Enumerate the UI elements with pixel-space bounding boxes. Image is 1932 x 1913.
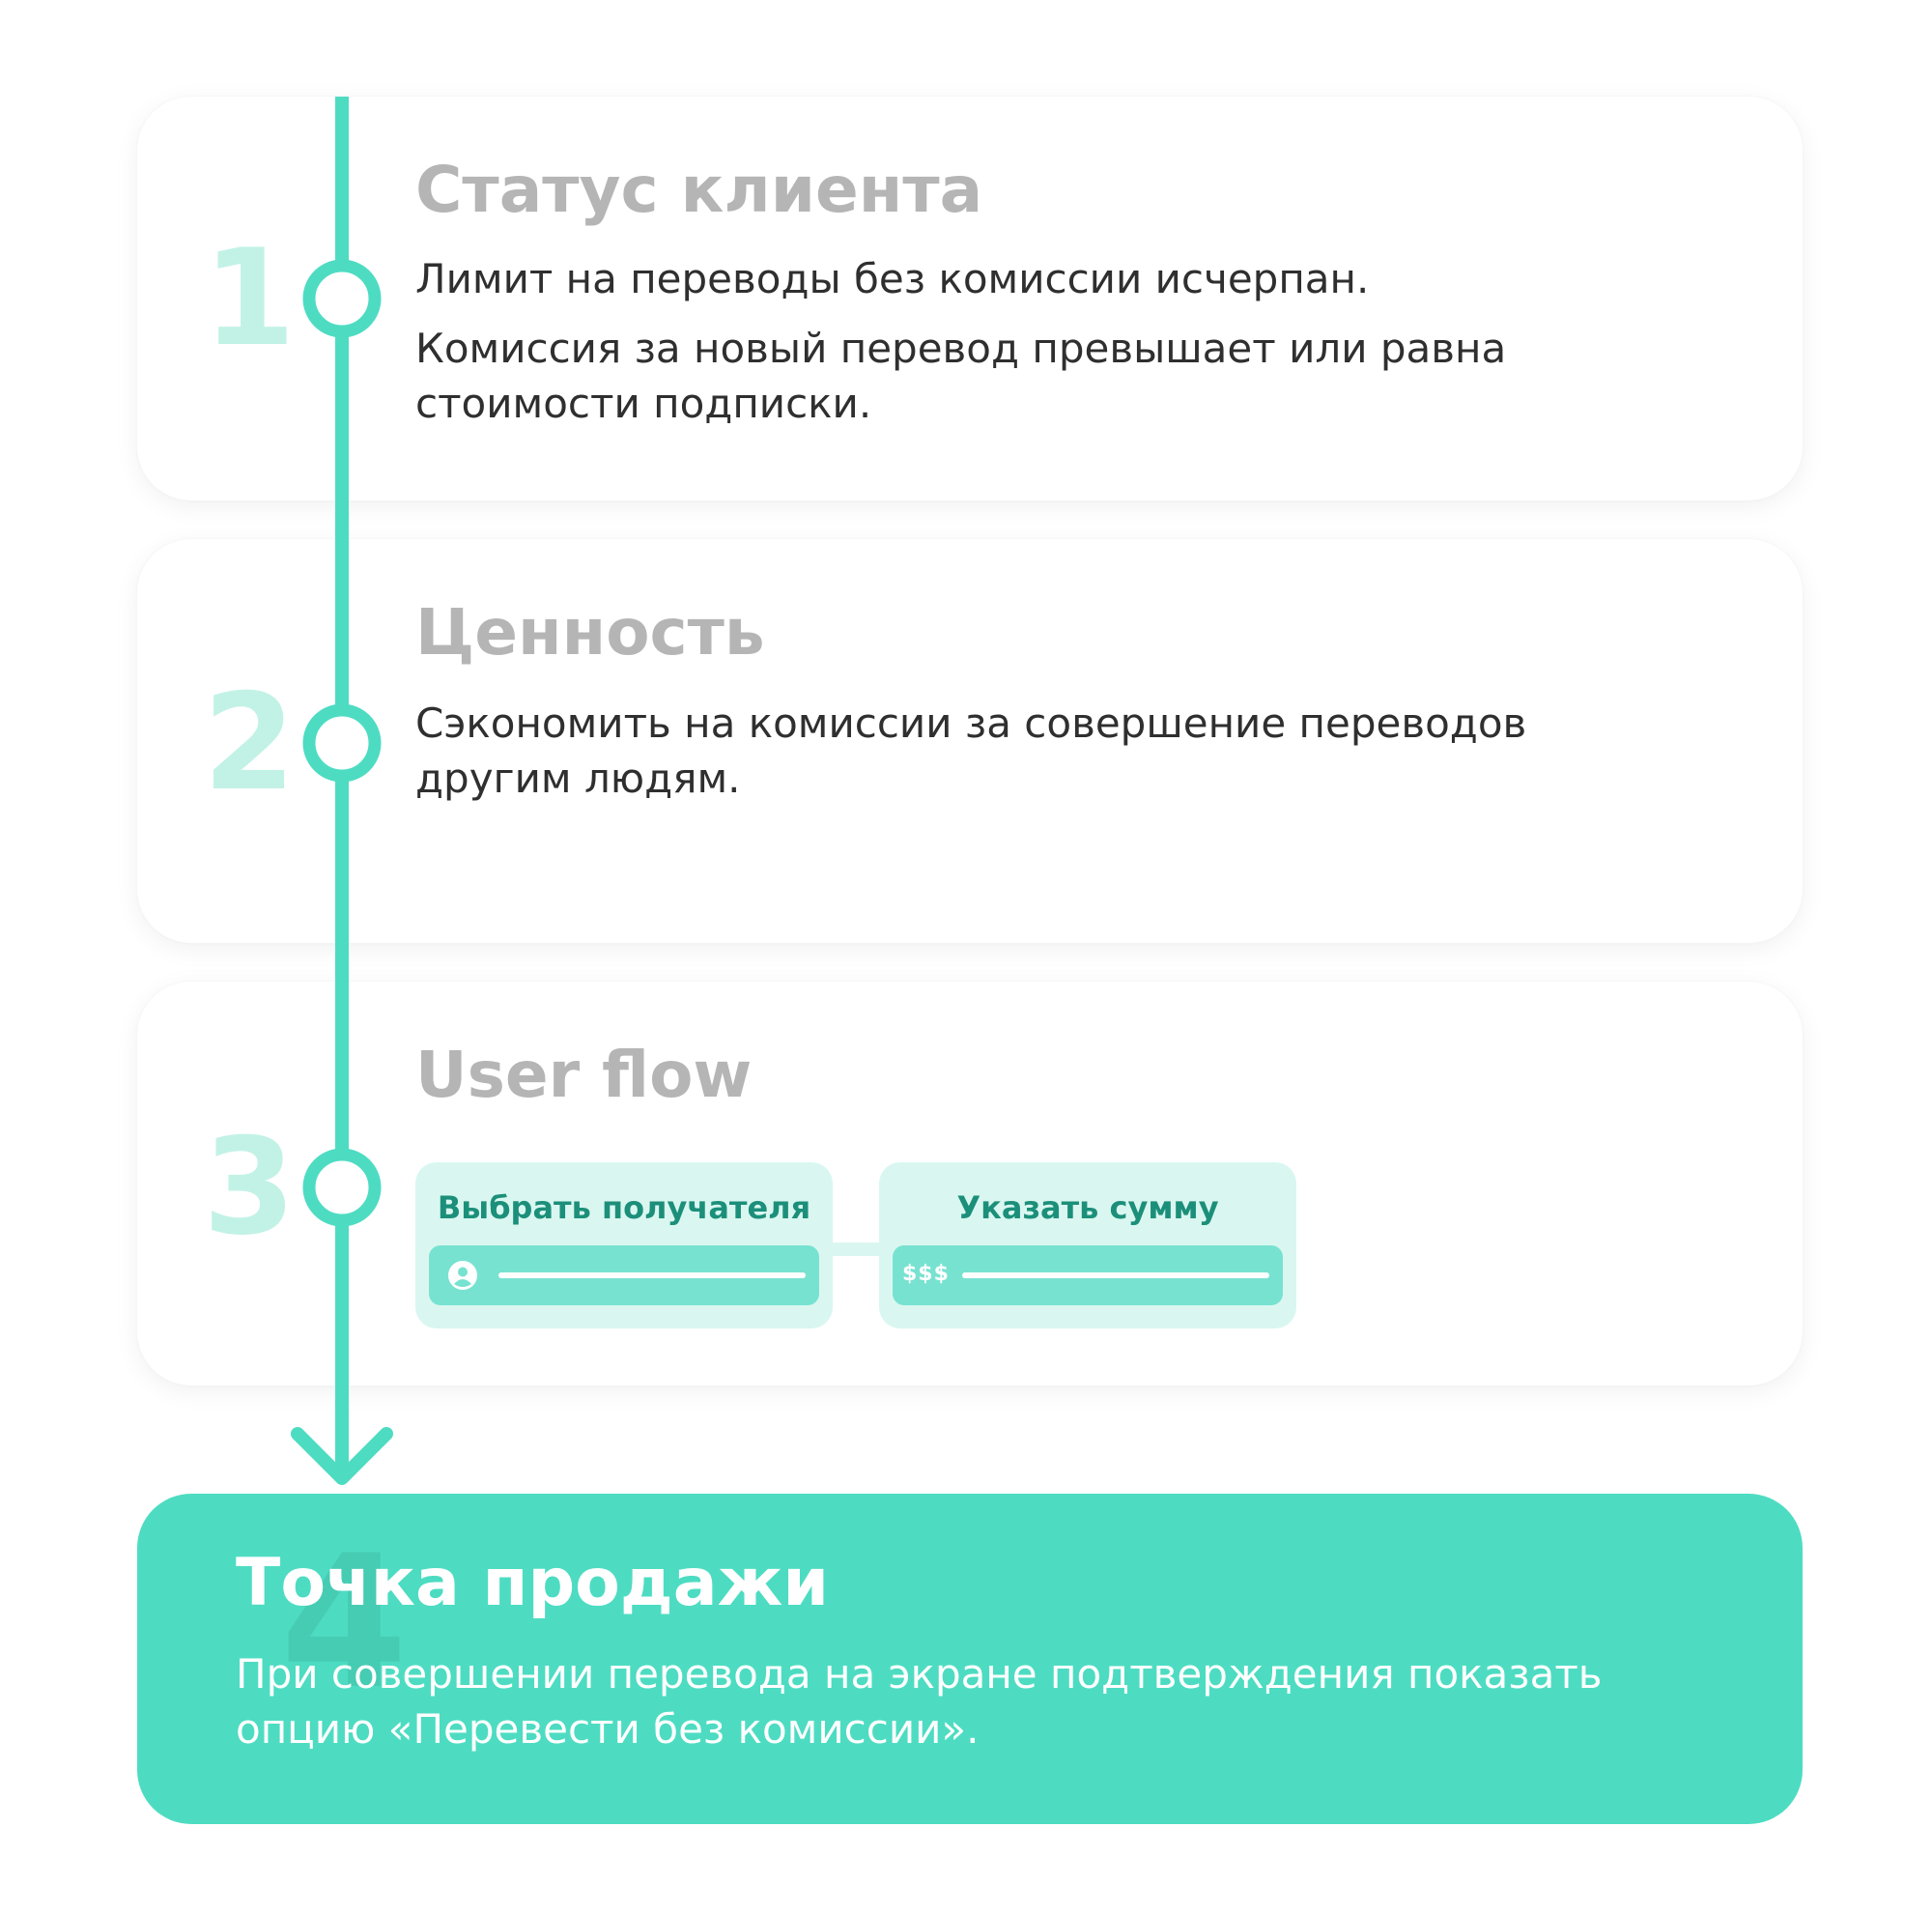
step-number-3: 3 bbox=[202, 1109, 297, 1265]
sale-point-title: Точка продажи bbox=[236, 1545, 829, 1621]
sale-point-number: 4 bbox=[280, 1516, 409, 1729]
recipient-field bbox=[429, 1245, 819, 1305]
flow-connector bbox=[833, 1242, 879, 1256]
step-card-value bbox=[137, 539, 1803, 943]
sale-point-card bbox=[137, 1494, 1803, 1824]
flow-box-enter-amount: Указать сумму $$$ bbox=[879, 1162, 1296, 1328]
flow-box-title: Указать сумму bbox=[956, 1189, 1219, 1226]
step-title-value: Ценность bbox=[415, 595, 765, 670]
user-icon bbox=[448, 1261, 477, 1290]
step-number-1: 1 bbox=[202, 220, 297, 376]
recipient-field-line bbox=[498, 1272, 806, 1278]
step-title-status: Статус клиента bbox=[415, 153, 983, 227]
amount-field-line bbox=[962, 1272, 1269, 1278]
sale-point-text: При совершении перевода на экране подтве… bbox=[236, 1650, 1603, 1753]
currency-label: $$$ bbox=[902, 1262, 950, 1286]
step-number-2: 2 bbox=[202, 665, 297, 820]
step-text-status-1: Лимит на переводы без комиссии исчерпан. bbox=[415, 255, 1370, 302]
amount-field: $$$ bbox=[893, 1245, 1283, 1305]
step-text-status-2: Комиссия за новый перевод превышает или … bbox=[415, 325, 1507, 427]
arrow-down-icon bbox=[291, 1427, 393, 1485]
flow-box-select-recipient: Выбрать получателя bbox=[415, 1162, 833, 1328]
flow-box-title: Выбрать получателя bbox=[437, 1189, 811, 1226]
step-title-user-flow: User flow bbox=[415, 1038, 753, 1112]
step-card-status bbox=[137, 97, 1803, 500]
step-text-value-1: Сэкономить на комиссии за совершение пер… bbox=[415, 700, 1527, 802]
